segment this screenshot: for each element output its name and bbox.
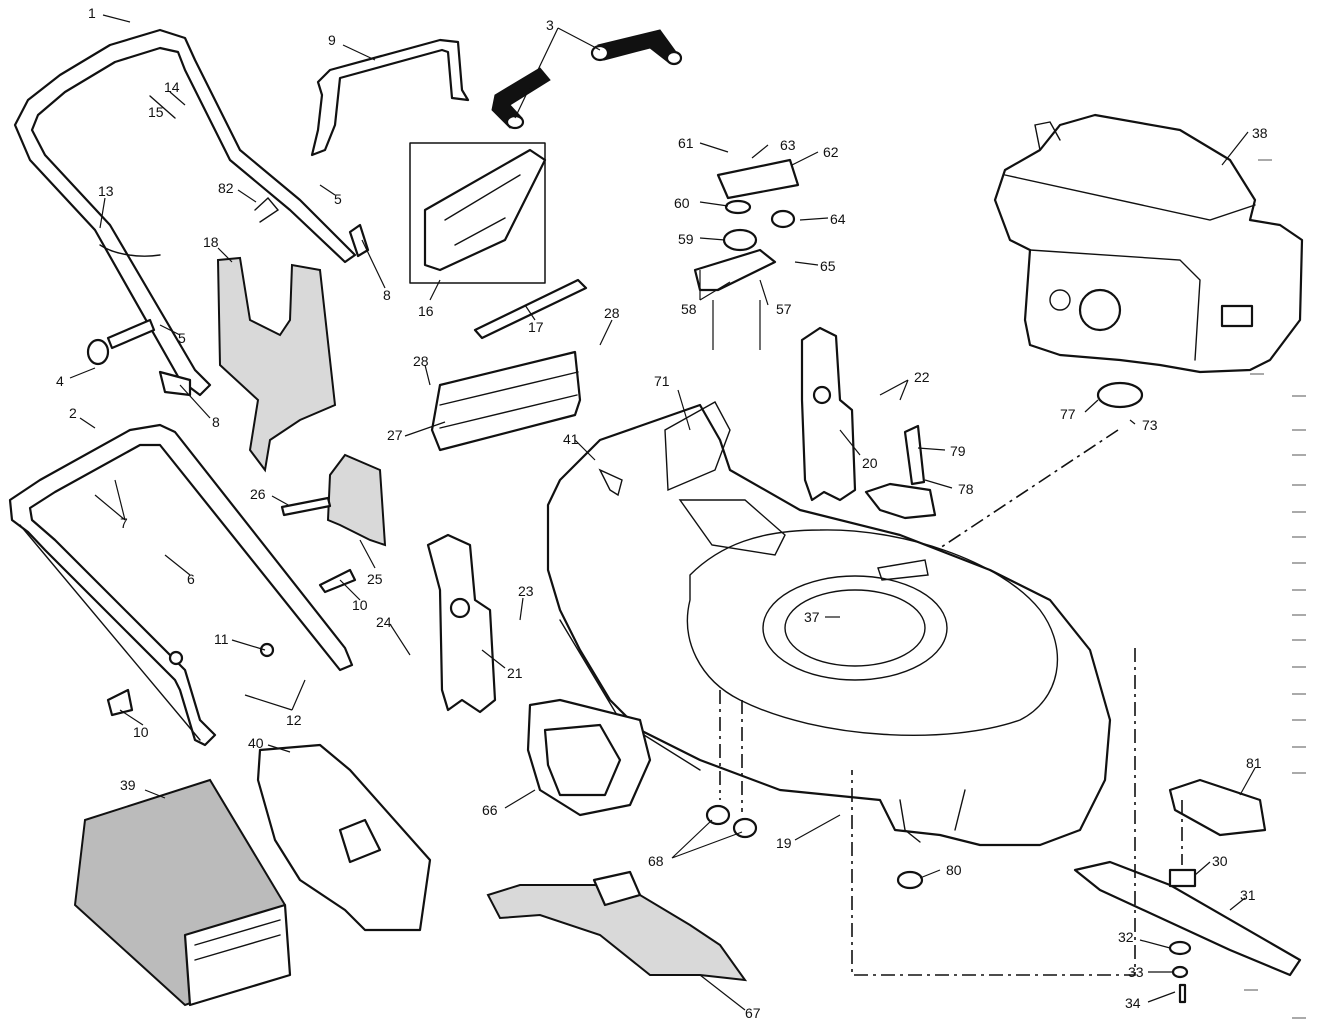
callout-7: 7 (120, 515, 128, 531)
callout-17: 17 (528, 319, 544, 335)
callout-67: 67 (745, 1005, 761, 1021)
callout-20: 20 (862, 455, 878, 471)
callout-63: 63 (780, 137, 796, 153)
callout-9: 9 (328, 32, 336, 48)
engine (993, 113, 1304, 374)
discharge-chute (216, 256, 337, 473)
callout-26: 26 (250, 486, 266, 502)
callout-32: 32 (1118, 929, 1134, 945)
height-adjuster-front (426, 533, 497, 714)
callout-16: 16 (418, 303, 434, 319)
bracket (326, 453, 387, 547)
callout-23: 23 (518, 583, 534, 599)
mulch-plug (526, 698, 652, 817)
callout-27: 27 (387, 427, 403, 443)
callout-62: 62 (823, 144, 839, 160)
callout-21: 21 (507, 665, 523, 681)
callout-10-right: 10 (352, 597, 368, 613)
callout-28-right: 28 (604, 305, 620, 321)
callout-18: 18 (203, 234, 219, 250)
callout-82: 82 (218, 180, 234, 196)
callout-73: 73 (1142, 417, 1158, 433)
callout-77: 77 (1060, 406, 1076, 422)
callout-6: 6 (187, 571, 195, 587)
blade-assembly (1073, 778, 1302, 1004)
callout-81: 81 (1246, 755, 1262, 771)
lower-handle (8, 423, 354, 747)
callout-5-lower: 5 (178, 330, 186, 346)
callout-15: 15 (148, 104, 164, 120)
callout-labels: 1 2 3 4 5 5 6 7 8 8 9 10 10 11 12 13 14 … (56, 5, 1268, 1021)
callout-10-left: 10 (133, 724, 149, 740)
small-parts (86, 196, 937, 890)
callout-4: 4 (56, 373, 64, 389)
callout-14: 14 (164, 79, 180, 95)
callout-5-upper: 5 (334, 191, 342, 207)
callout-19: 19 (776, 835, 792, 851)
callout-13: 13 (98, 183, 114, 199)
edge-ticks (1244, 159, 1306, 1019)
hinge-plate (430, 350, 582, 452)
callout-59: 59 (678, 231, 694, 247)
callout-57: 57 (776, 301, 792, 317)
height-adjuster-rear (800, 326, 857, 502)
callout-79: 79 (950, 443, 966, 459)
callout-2: 2 (69, 405, 77, 421)
callout-3: 3 (546, 17, 554, 33)
callout-28-left: 28 (413, 353, 429, 369)
callout-58: 58 (681, 301, 697, 317)
callout-1: 1 (88, 5, 96, 21)
mower-deck (546, 401, 1112, 847)
callout-12: 12 (286, 712, 302, 728)
callout-33: 33 (1128, 964, 1144, 980)
alignment-lines (719, 429, 1183, 976)
callout-64: 64 (830, 211, 846, 227)
callout-22: 22 (914, 369, 930, 385)
door-bar (473, 278, 588, 340)
control-bail (310, 38, 470, 157)
callout-61: 61 (678, 135, 694, 151)
callout-60: 60 (674, 195, 690, 211)
callout-80: 80 (946, 862, 962, 878)
callout-66: 66 (482, 802, 498, 818)
grass-bag (73, 778, 292, 1007)
callout-68: 68 (648, 853, 664, 869)
inset-box (409, 142, 547, 284)
callout-40: 40 (248, 735, 264, 751)
callout-39: 39 (120, 777, 136, 793)
bag-frame (256, 743, 432, 932)
leader-lines (69, 14, 1256, 1011)
drive-assembly (693, 158, 1144, 409)
callout-8-upper: 8 (383, 287, 391, 303)
callout-24: 24 (376, 614, 392, 630)
callout-41: 41 (563, 431, 579, 447)
callout-8-lower: 8 (212, 414, 220, 430)
callout-11: 11 (214, 631, 229, 647)
callout-30: 30 (1212, 853, 1228, 869)
callout-71: 71 (654, 373, 670, 389)
callout-31: 31 (1240, 887, 1256, 903)
rear-flap-bracket (592, 870, 642, 907)
upper-handle (13, 28, 357, 397)
callout-65: 65 (820, 258, 836, 274)
callout-37: 37 (804, 609, 820, 625)
callout-25: 25 (367, 571, 383, 587)
callout-38: 38 (1252, 125, 1268, 141)
callout-34: 34 (1125, 995, 1141, 1011)
handle-grips (491, 29, 683, 130)
callout-78: 78 (958, 481, 974, 497)
